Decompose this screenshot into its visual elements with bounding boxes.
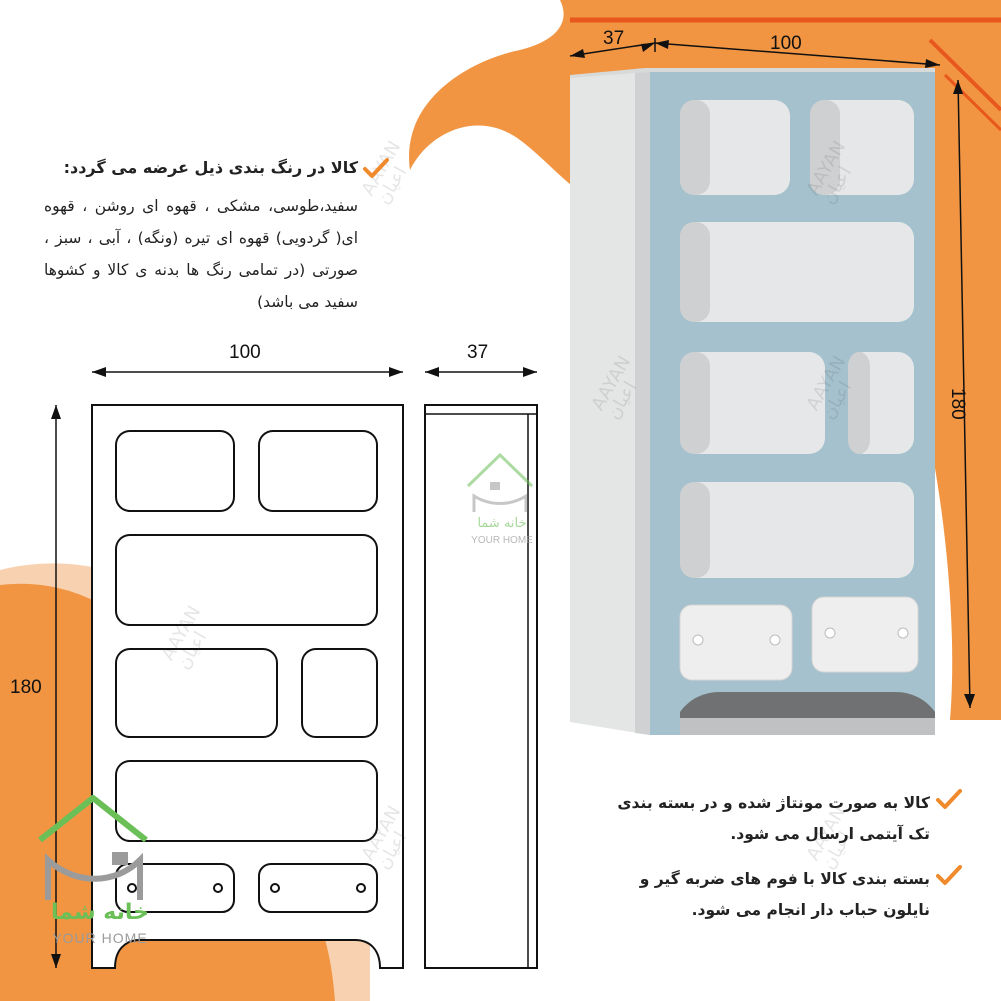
cabinet-window-3 <box>680 222 914 322</box>
drawer-knob <box>213 883 223 893</box>
window-shadow <box>810 100 840 195</box>
front-window-5 <box>301 648 378 738</box>
arrow-left <box>570 49 585 58</box>
dim-line-top-depth <box>569 42 656 57</box>
front-window-3 <box>115 534 378 626</box>
drawer-knob <box>270 883 280 893</box>
cabinet-window-6 <box>680 482 914 578</box>
dim-line-right-height <box>957 79 971 709</box>
front-window-4 <box>115 648 278 738</box>
arrow-left <box>655 40 669 49</box>
arrow-up <box>51 405 61 419</box>
arrow-right <box>925 59 940 68</box>
stripe-diag-2 <box>943 73 1001 132</box>
window-shadow <box>680 222 710 322</box>
checkmark-icon <box>936 865 962 885</box>
stripe-diag-1 <box>928 38 1001 112</box>
color-info-body: سفید،طوسی، مشکی ، قهوه ای روشن ، قهوه ای… <box>44 197 358 311</box>
arrow-right <box>641 43 655 52</box>
cabinet-side-shade <box>635 72 650 735</box>
arrow-right <box>523 367 537 377</box>
window-shadow <box>680 100 710 195</box>
arrow-right <box>389 367 403 377</box>
front-drawer-left <box>115 863 235 913</box>
arrow-down <box>964 694 975 708</box>
arrow-left <box>425 367 439 377</box>
cabinet-drawer-right <box>811 596 919 673</box>
color-info-title: کالا در رنگ بندی ذیل عرضه می گردد: <box>63 158 358 177</box>
logo-name-small: خانه شما <box>477 516 527 531</box>
drawer-knob <box>127 883 137 893</box>
cabinet-drawer-left <box>679 604 793 681</box>
note-packaging: بسته بندی کالا با فوم های ضربه گیر و نای… <box>639 870 930 919</box>
cabinet-side-panel <box>570 72 650 735</box>
note-assembly: کالا به صورت مونتاژ شده و در بسته بندی ت… <box>617 794 930 843</box>
dim-line-top-width <box>654 42 941 66</box>
arrow-left <box>92 367 106 377</box>
cabinet-window-4 <box>680 352 825 454</box>
front-window-6 <box>115 760 378 842</box>
logo-tagline-small: YOUR HOME <box>471 535 533 546</box>
window-shadow <box>680 352 710 454</box>
dim-label-height: 180 <box>10 677 42 698</box>
front-window-2 <box>258 430 378 512</box>
dim-label-top-depth: 37 <box>603 28 625 49</box>
drawer-knob <box>824 627 836 639</box>
dim-label-side-depth: 37 <box>467 342 489 363</box>
drawer-knob <box>692 634 704 646</box>
drawer-knob <box>356 883 366 893</box>
checkmark-icon <box>363 158 389 178</box>
dim-label-top-width: 100 <box>770 33 802 54</box>
logo-name: خانه شما <box>50 900 150 925</box>
arrow-up <box>953 80 963 94</box>
drawer-knob <box>897 627 909 639</box>
window-shadow <box>680 482 710 578</box>
dim-label-front-width: 100 <box>229 342 261 363</box>
logo-tagline: YOUR HOME <box>52 930 148 946</box>
drawer-knob <box>769 634 781 646</box>
checkmark-icon <box>936 789 962 809</box>
window-shadow <box>848 352 870 454</box>
front-drawer-right <box>258 863 378 913</box>
dim-label-right-height: 180 <box>947 388 968 420</box>
front-window-1 <box>115 430 235 512</box>
cabinet-base-floor <box>680 718 935 735</box>
arrow-down <box>51 954 61 968</box>
